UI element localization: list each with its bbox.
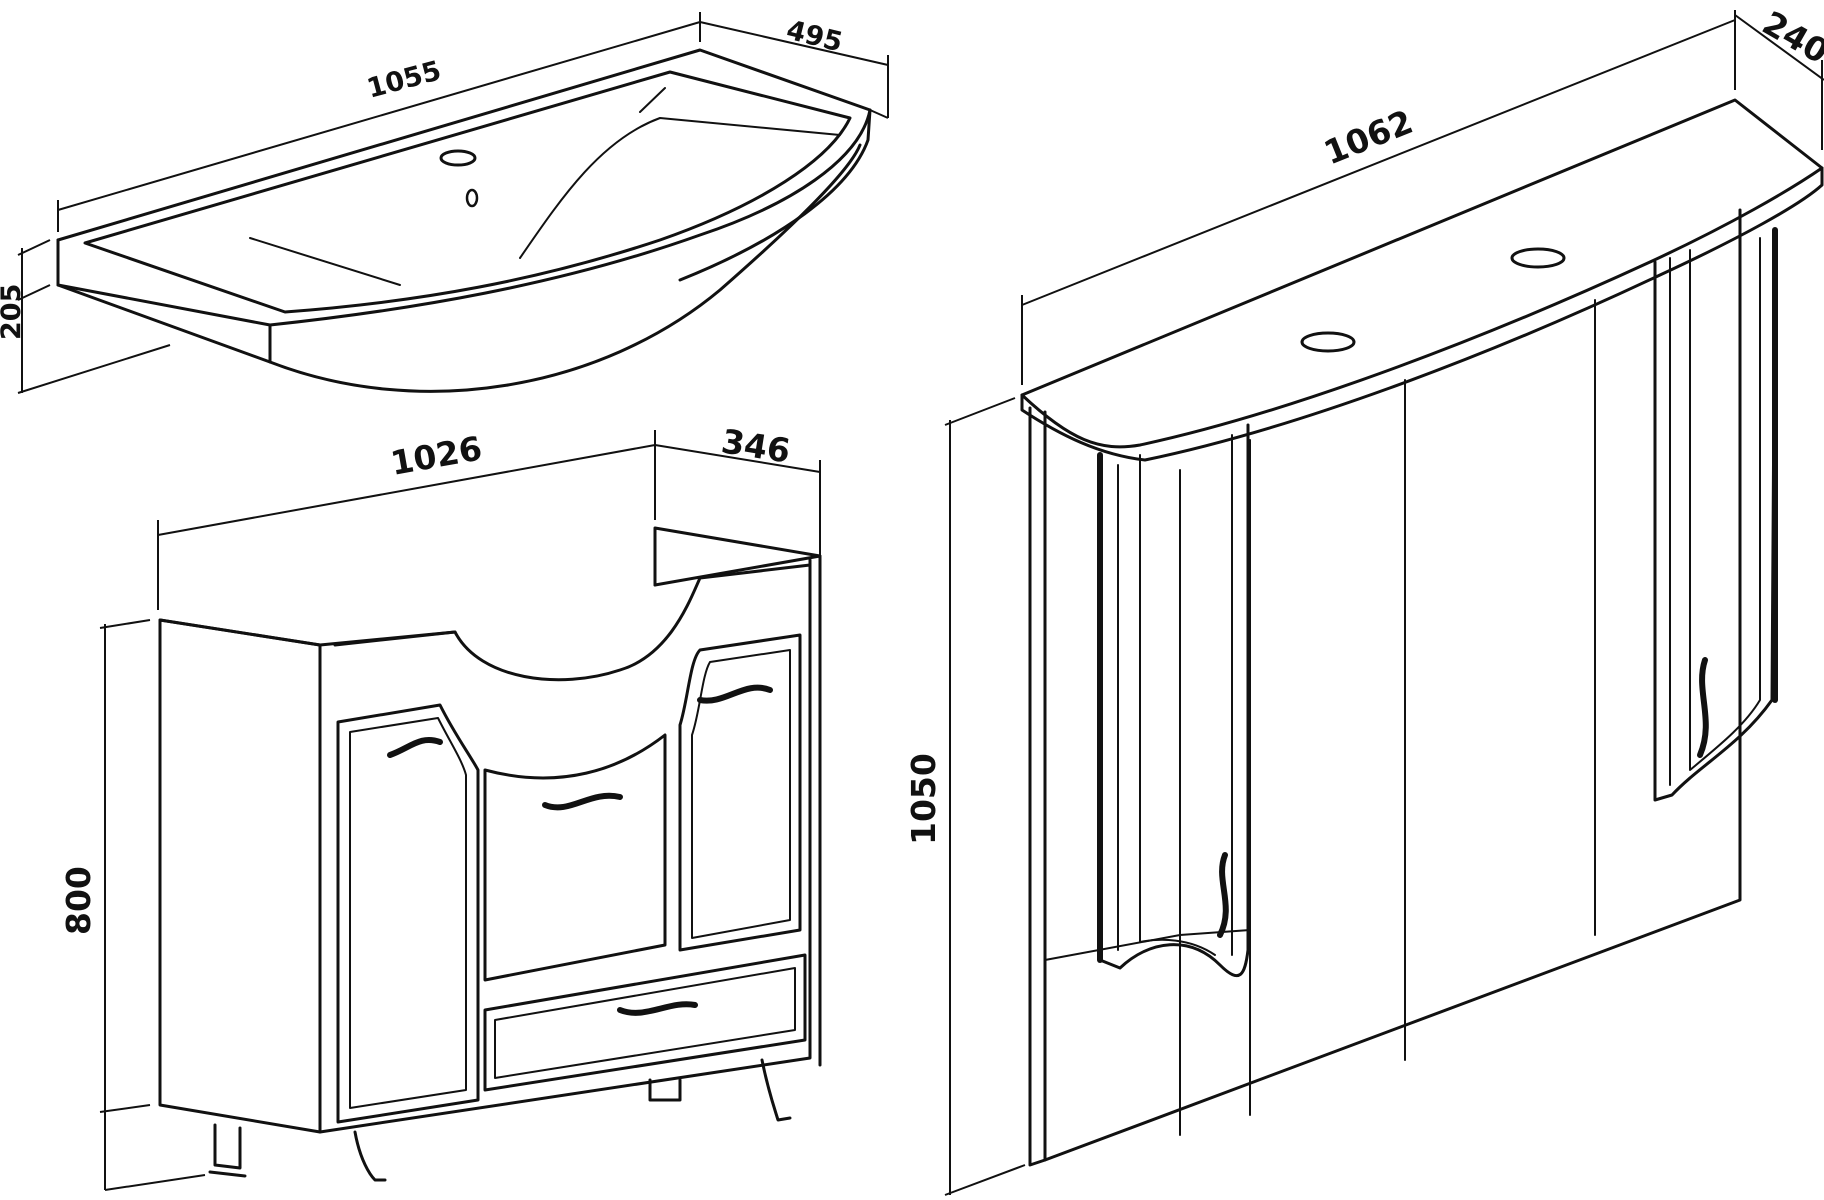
- sink-depth-label: 495: [783, 15, 845, 59]
- vanity-handle-right: [697, 684, 773, 704]
- mirror-cabinet-light-left: [1300, 331, 1356, 353]
- mirror-cabinet-dimension-lines: [944, 10, 1824, 1196]
- sink-drawing: [56, 48, 872, 393]
- mirror-cabinet-body: [1043, 208, 1742, 1162]
- sink-dimension-lines: [17, 12, 889, 394]
- sink-height-label: 205: [0, 284, 27, 340]
- vanity-left-door: [336, 703, 480, 1124]
- sink-tap-hole: [439, 149, 477, 167]
- mirror-cabinet-mirror-center: [1249, 299, 1596, 1116]
- vanity-leg-front-left: [353, 1130, 387, 1182]
- sink-rim-front: [56, 108, 872, 364]
- vanity-front-frame: [318, 558, 812, 1134]
- vanity-front-cutout: [333, 563, 812, 682]
- mirror-cabinet-drawing: [1020, 98, 1824, 1167]
- mirror-cabinet-handle-left: [1217, 852, 1229, 938]
- mirror-cabinet-left-door: [1098, 423, 1250, 978]
- vanity-handle-drawer: [617, 1001, 698, 1016]
- mirror-cabinet-canopy: [1020, 98, 1824, 449]
- sink-rim-outline: [56, 48, 872, 327]
- sink-basin-inner: [83, 70, 852, 314]
- vanity-leg-center: [648, 1078, 682, 1102]
- mirror-cabinet-depth-label: 240: [1756, 3, 1824, 71]
- sink-bowl-curve: [268, 143, 862, 393]
- mirror-cabinet-handle-right: [1697, 657, 1709, 758]
- sink-drain: [465, 188, 479, 208]
- vanity-drawer: [483, 953, 807, 1092]
- vanity-side-panel: [158, 618, 322, 1134]
- mirror-cabinet-right-door: [1653, 228, 1777, 802]
- vanity-top-edge: [158, 554, 822, 1067]
- mirror-cabinet-side: [1028, 406, 1047, 1167]
- vanity-leg-front-right: [760, 1058, 792, 1122]
- mirror-cabinet-light-right: [1510, 247, 1566, 269]
- vanity-drawing: [158, 526, 822, 1182]
- vanity-depth-label: 346: [719, 421, 793, 470]
- vanity-width-label: 1026: [388, 429, 485, 483]
- vanity-right-door: [678, 633, 802, 952]
- mirror-cabinet-height-label: 1050: [904, 753, 943, 845]
- sink-width-label: 1055: [364, 55, 445, 104]
- vanity-dimension-lines: [99, 430, 821, 1191]
- vanity-height-label: 800: [59, 866, 98, 935]
- vanity-back-panel: [653, 526, 822, 587]
- mirror-cabinet-width-label: 1062: [1318, 102, 1418, 173]
- vanity-handle-center: [542, 792, 623, 811]
- vanity-center-door: [483, 733, 667, 982]
- vanity-leg-left: [208, 1123, 247, 1178]
- sink-basin-floor: [249, 87, 841, 286]
- vanity-handle-left: [387, 737, 443, 758]
